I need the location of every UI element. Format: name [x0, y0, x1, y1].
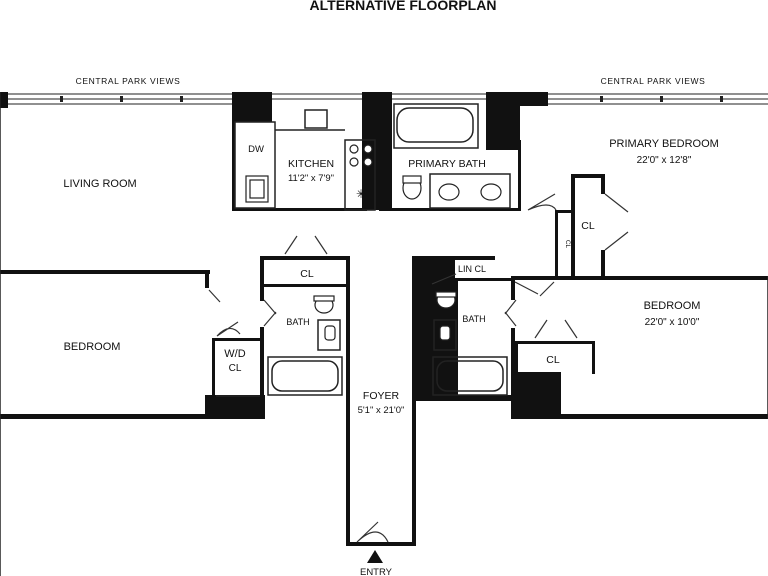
plan-title: ALTERNATIVE FLOORPLAN: [310, 0, 497, 13]
bath-left-label: BATH: [286, 317, 309, 327]
wd-closet-label: CL: [229, 363, 242, 374]
interior-lines: [0, 92, 768, 576]
entry-arrow-icon: [367, 550, 383, 563]
primary-bedroom-dims: 22'0" x 12'8": [637, 155, 692, 166]
north-windows: [8, 93, 768, 105]
dishwasher-label: DW: [248, 144, 264, 155]
wd-label: W/D: [224, 348, 245, 360]
bedroom-right-dims: 22'0" x 10'0": [645, 317, 700, 328]
bath-right-label: BATH: [462, 314, 485, 324]
door-swings: [208, 193, 629, 543]
kitchen-vent-icon: ✳: [356, 187, 366, 201]
living-room-label: LIVING ROOM: [63, 178, 136, 190]
window-ticks: [60, 96, 723, 102]
bedroom-right-label: BEDROOM: [644, 300, 701, 312]
bedroom-left-label: BEDROOM: [64, 341, 121, 353]
walls: [0, 92, 768, 546]
kitchen-label: KITCHEN: [288, 158, 334, 170]
views-label-right: CENTRAL PARK VIEWS: [601, 76, 706, 86]
primary-bedroom-label: PRIMARY BEDROOM: [609, 138, 719, 150]
views-label-left: CENTRAL PARK VIEWS: [76, 76, 181, 86]
fixtures: [245, 144, 502, 341]
primary-bath-label: PRIMARY BATH: [408, 158, 486, 170]
closet-small-label: CL: [564, 240, 571, 249]
closet-right-bedroom-label: CL: [546, 354, 560, 366]
kitchen-dims: 11'2" x 7'9": [288, 173, 334, 184]
closet-primary-label: CL: [581, 220, 595, 232]
foyer-dims: 5'1" x 21'0": [358, 405, 405, 416]
closet-center-label: CL: [300, 268, 314, 280]
entry-label: ENTRY: [360, 567, 393, 576]
foyer-label: FOYER: [363, 390, 400, 402]
linen-closet-label: LIN CL: [458, 264, 486, 274]
